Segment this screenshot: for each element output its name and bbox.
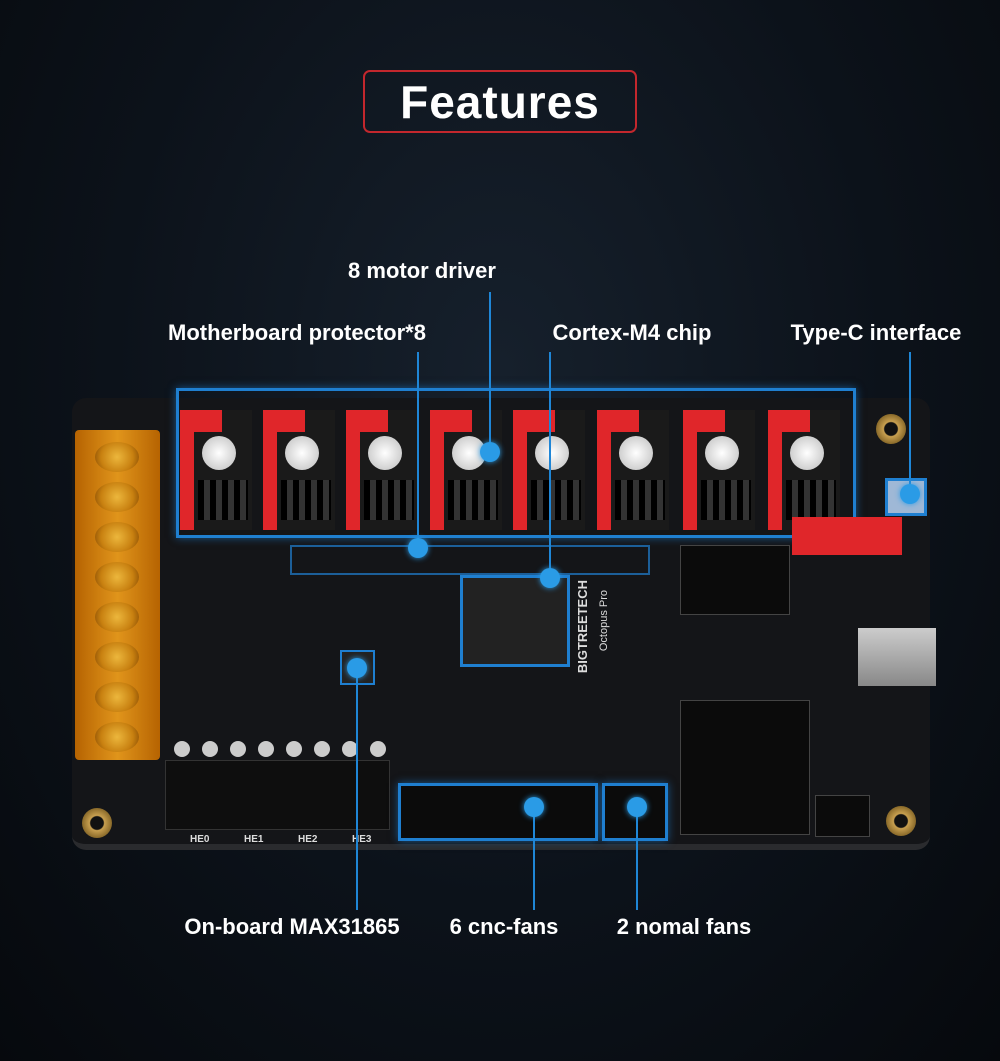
motor-driver: [346, 410, 418, 530]
motor-driver: [768, 410, 840, 530]
label-chip: Cortex-M4 chip: [552, 320, 712, 345]
callout-dot: [347, 658, 367, 678]
screw-icon: [95, 722, 139, 752]
board-brand: BIGTREETECH: [575, 580, 590, 674]
mounting-hole: [876, 414, 906, 444]
heater-label: HE0: [190, 834, 210, 845]
callout-dot: [540, 568, 560, 588]
screw-icon: [95, 682, 139, 712]
callout-dot: [524, 797, 544, 817]
label-protector: Motherboard protector*8: [168, 320, 426, 345]
label-motor-driver: 8 motor driver: [348, 258, 496, 283]
heater-label: HE3: [352, 834, 372, 845]
protector-highlight: [290, 545, 650, 575]
heater-label: HE1: [244, 834, 264, 845]
mounting-hole: [886, 806, 916, 836]
label-cnc-fans: 6 cnc-fans: [449, 914, 559, 939]
callout-dot: [480, 442, 500, 462]
screw-icon: [95, 562, 139, 592]
heater-terminal-block: [165, 741, 390, 830]
callout-dot: [408, 538, 428, 558]
screw-icon: [95, 522, 139, 552]
label-typec: Type-C interface: [790, 320, 962, 345]
power-terminal-strip: [75, 430, 160, 760]
usb-a-port: [858, 628, 936, 686]
screw-icon: [95, 482, 139, 512]
motor-driver: [683, 410, 755, 530]
motor-driver: [263, 410, 335, 530]
cnc-fans-highlight: [398, 783, 598, 841]
driver-highlight: [176, 388, 856, 538]
heater-label: HE2: [298, 834, 318, 845]
callout-dot: [627, 797, 647, 817]
connector: [815, 795, 870, 837]
label-max31865: On-board MAX31865: [184, 914, 400, 939]
label-normal-fans: 2 nomal fans: [616, 914, 752, 939]
motor-driver: [597, 410, 669, 530]
motor-driver: [180, 410, 252, 530]
mounting-hole: [82, 808, 112, 838]
connector: [680, 545, 790, 615]
screw-icon: [95, 602, 139, 632]
board-model: Octopus Pro: [598, 590, 610, 652]
motor-driver: [430, 410, 502, 530]
cortex-m4-chip: [460, 575, 570, 667]
callout-dot: [900, 484, 920, 504]
screw-icon: [95, 442, 139, 472]
connector: [680, 700, 810, 835]
red-connector: [792, 517, 902, 555]
features-title: Features: [363, 70, 637, 133]
screw-icon: [95, 642, 139, 672]
